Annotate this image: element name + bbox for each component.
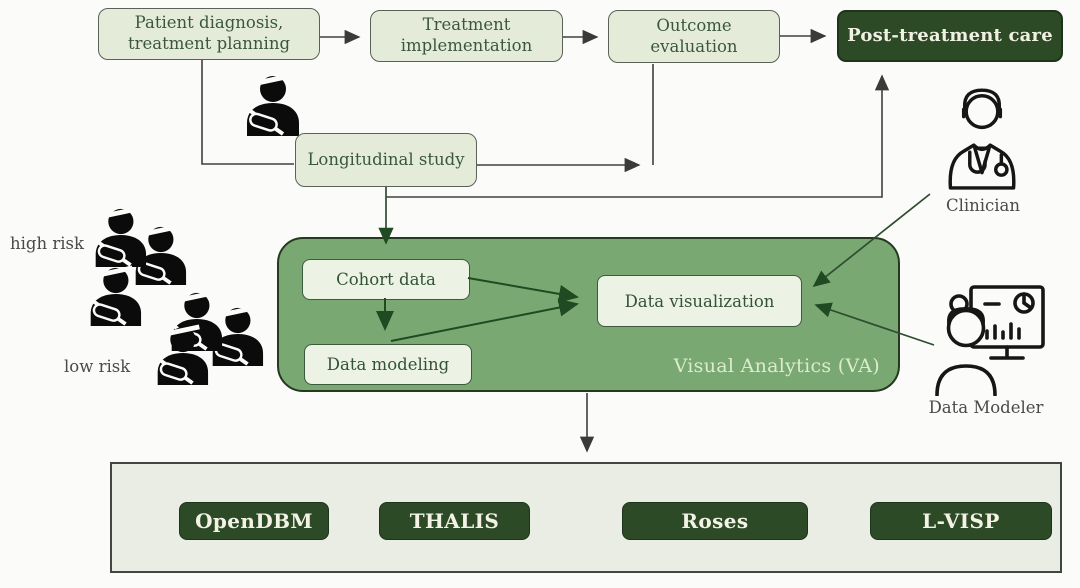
box-post-treatment-care: Post-treatment care xyxy=(837,10,1063,62)
box-longitudinal-study: Longitudinal study xyxy=(295,133,477,187)
tool-thalis: THALIS xyxy=(379,502,530,540)
patient-icon xyxy=(81,262,143,328)
patient-icon xyxy=(237,70,301,138)
tool-lvisp: L-VISP xyxy=(870,502,1052,540)
low-risk-label: low risk xyxy=(64,357,131,376)
clinician-icon xyxy=(936,80,1028,192)
va-tools-panel: OpenDBM THALIS Roses L-VISP xyxy=(110,462,1062,573)
data-modeler-icon xyxy=(928,282,1050,396)
clinician-label: Clinician xyxy=(945,196,1021,215)
visual-analytics-container: Cohort data Data modeling Data visualiza… xyxy=(277,237,900,392)
patient-icon xyxy=(86,203,148,269)
box-treatment-implementation: Treatment implementation xyxy=(370,10,563,62)
box-cohort-data: Cohort data xyxy=(302,259,470,300)
tool-opendbm: OpenDBM xyxy=(179,502,329,540)
data-modeler-label: Data Modeler xyxy=(928,398,1044,417)
box-data-visualization: Data visualization xyxy=(597,275,802,327)
visual-analytics-label: Visual Analytics (VA) xyxy=(673,355,880,377)
tool-roses: Roses xyxy=(622,502,808,540)
box-patient-diagnosis: Patient diagnosis, treatment planning xyxy=(98,8,320,60)
patient-icon xyxy=(148,321,210,387)
box-data-modeling: Data modeling xyxy=(304,344,472,385)
high-risk-label: high risk xyxy=(10,234,84,253)
box-outcome-evaluation: Outcome evaluation xyxy=(608,10,780,63)
